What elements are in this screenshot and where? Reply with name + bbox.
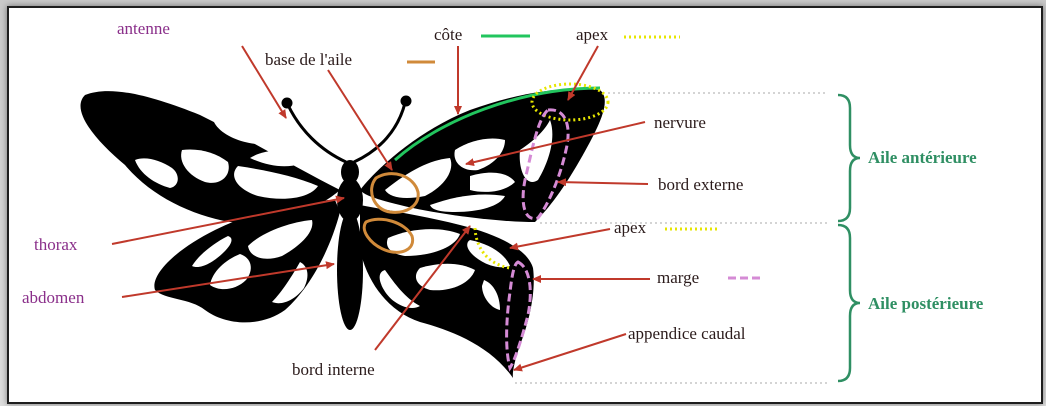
bracket-posterieure bbox=[838, 225, 860, 381]
arrow-bord-externe bbox=[558, 182, 648, 184]
label-thorax: thorax bbox=[34, 235, 77, 255]
label-abdomen: abdomen bbox=[22, 288, 84, 308]
label-nervure: nervure bbox=[654, 113, 706, 133]
right-hindwing bbox=[360, 205, 534, 378]
label-base-aile: base de l'aile bbox=[265, 50, 352, 70]
bracket-anterieure bbox=[838, 95, 860, 221]
label-antenne: antenne bbox=[117, 19, 170, 39]
label-apex-top: apex bbox=[576, 25, 608, 45]
label-aile-posterieure: Aile postérieure bbox=[868, 294, 983, 314]
butterfly-body bbox=[337, 160, 363, 330]
label-bord-externe: bord externe bbox=[658, 175, 743, 195]
label-apex-bottom: apex bbox=[614, 218, 646, 238]
label-appendice-caudal: appendice caudal bbox=[628, 324, 746, 344]
left-hindwing bbox=[154, 200, 340, 322]
label-aile-anterieure: Aile antérieure bbox=[868, 148, 977, 168]
label-marge: marge bbox=[657, 268, 699, 288]
label-bord-interne: bord interne bbox=[292, 360, 375, 380]
label-cote: côte bbox=[434, 25, 462, 45]
antennae bbox=[283, 97, 410, 162]
arrow-apex-bottom bbox=[510, 229, 610, 248]
arrow-base-aile bbox=[328, 70, 392, 170]
arrow-appendice bbox=[514, 334, 626, 370]
